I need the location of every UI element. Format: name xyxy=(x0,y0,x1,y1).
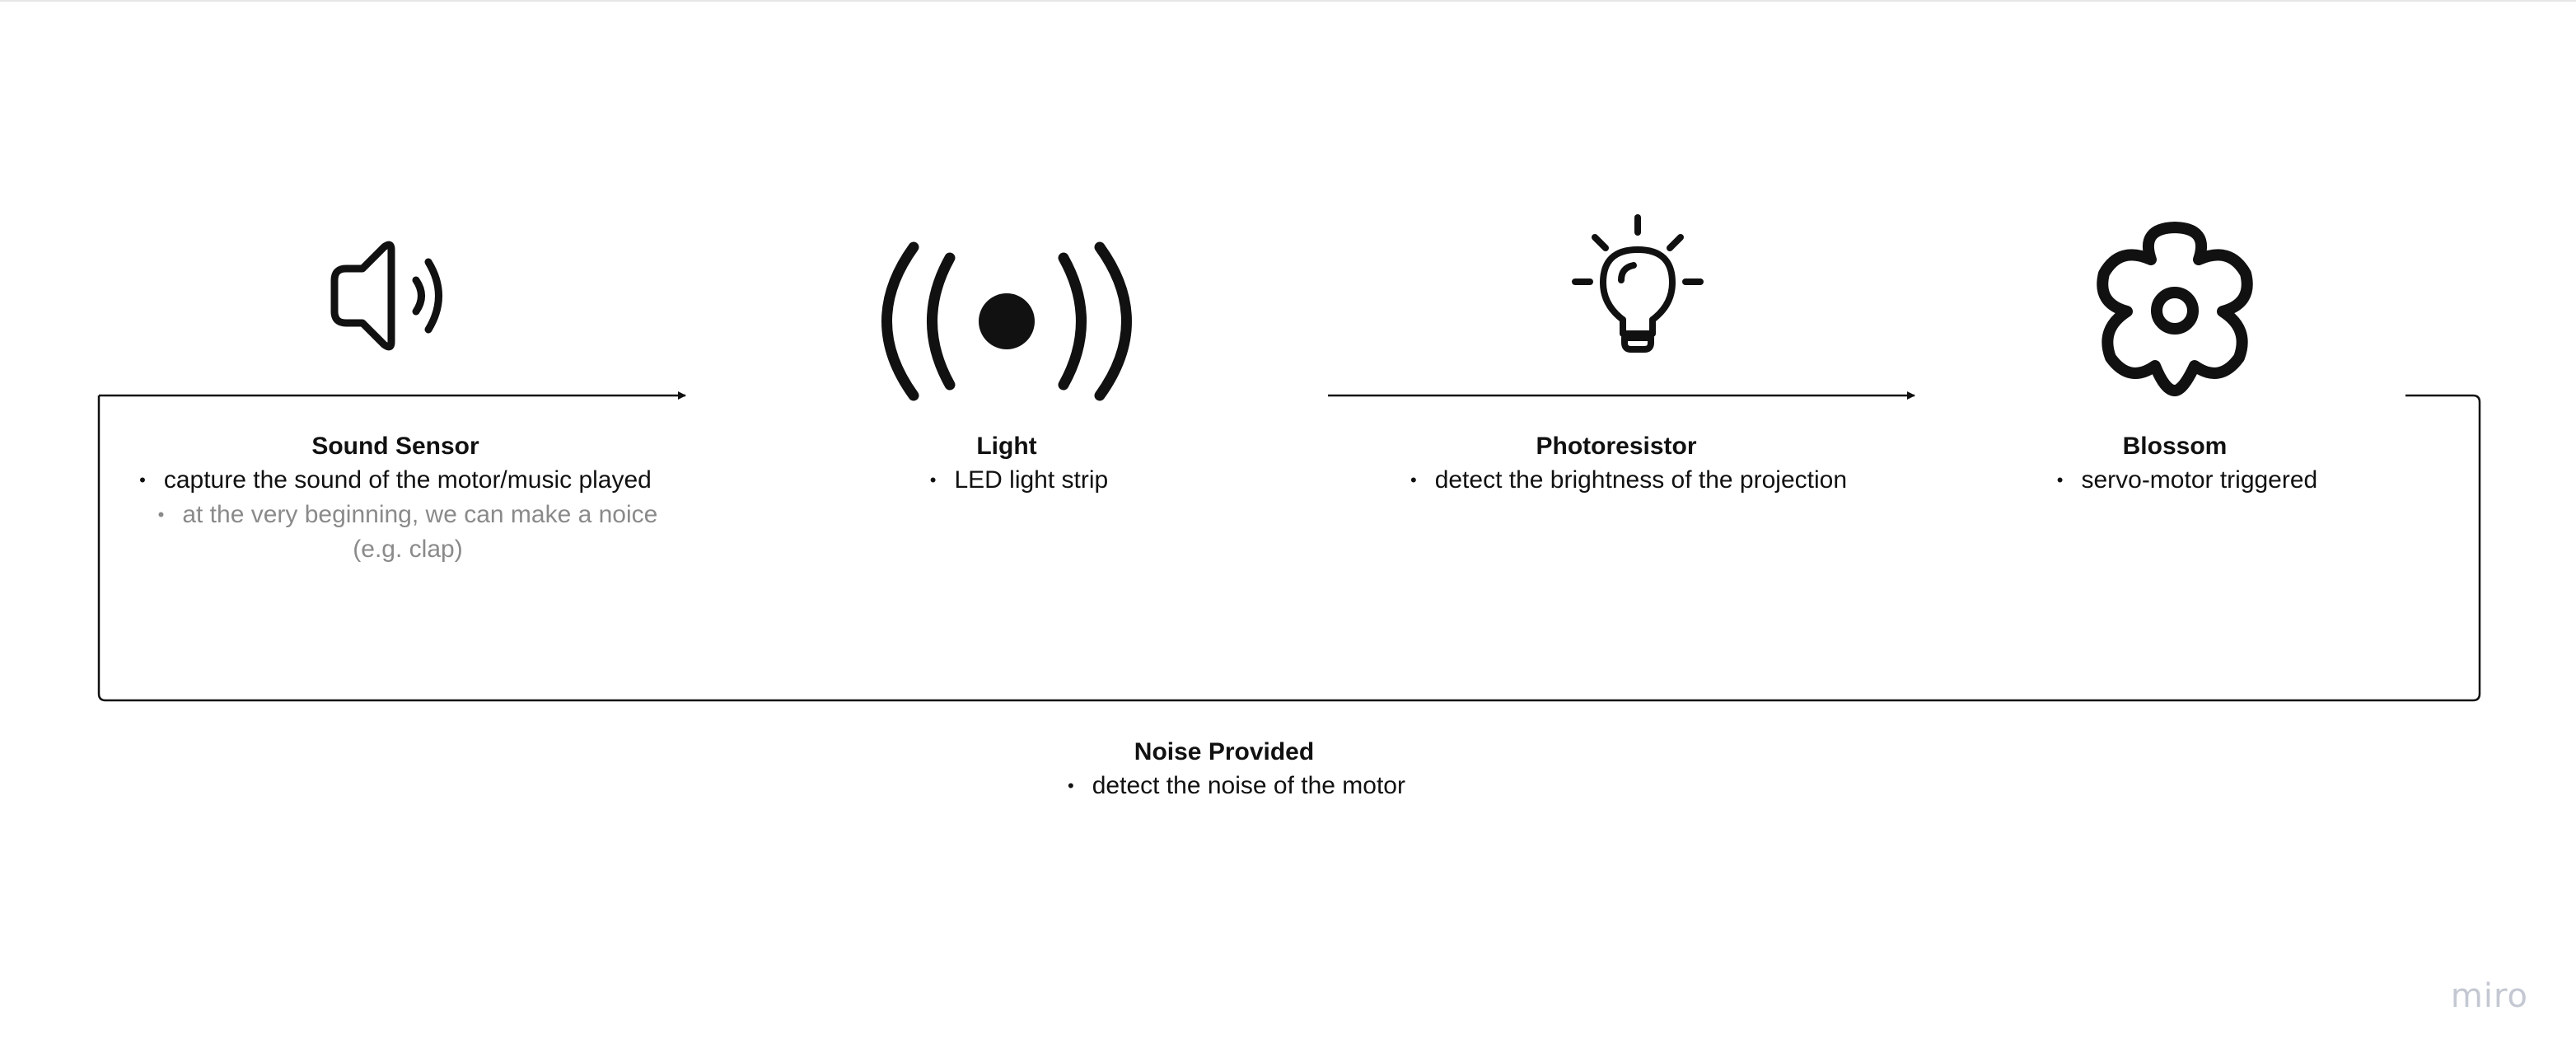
bullet-dot: • xyxy=(157,504,165,525)
bullet-list: • detect the noise of the motor xyxy=(977,769,1471,803)
bullet-text: detect the brightness of the projection xyxy=(1434,466,1848,494)
feedback-loop-connector xyxy=(97,394,2481,702)
bullet-text: detect the noise of the motor xyxy=(1092,772,1405,799)
lightbulb-icon xyxy=(1572,214,1704,353)
bullet-text: servo-motor triggered xyxy=(2081,466,2318,494)
bullet-item: • servo-motor triggered xyxy=(1977,463,2373,498)
bullet-item: • detect the noise of the motor xyxy=(977,769,1471,803)
bullet-dot: • xyxy=(139,470,146,490)
speaker-icon xyxy=(330,241,442,351)
bullet-item: • detect the brightness of the projection xyxy=(1361,463,1872,498)
bullet-text: capture the sound of the motor/music pla… xyxy=(163,466,652,494)
flower-icon xyxy=(2097,222,2253,396)
bullet-text-continued: (e.g. clap) xyxy=(353,536,463,563)
bullet-item: • at the very beginning, we can make a no… xyxy=(115,498,676,567)
bullet-dot: • xyxy=(1410,470,1417,490)
node-title: Noise Provided xyxy=(1134,738,1315,765)
bullet-list: • capture the sound of the motor/music pl… xyxy=(115,463,676,567)
bullet-dot: • xyxy=(2056,470,2064,490)
bullet-list: • servo-motor triggered xyxy=(1977,463,2373,498)
node-blossom: Blossom • servo-motor triggered xyxy=(1977,430,2373,498)
node-title: Photoresistor xyxy=(1536,433,1697,460)
broadcast-icon xyxy=(881,241,1132,401)
node-title: Light xyxy=(976,433,1037,460)
bullet-text: LED light strip xyxy=(954,466,1109,494)
node-sound-sensor: Sound Sensor • capture the sound of the m… xyxy=(115,430,676,567)
node-light: Light • LED light strip xyxy=(842,430,1171,498)
bullet-text: at the very beginning, we can make a noi… xyxy=(182,501,658,528)
node-title: Sound Sensor xyxy=(311,433,479,460)
top-border xyxy=(0,0,2576,2)
node-noise-provided: Noise Provided • detect the noise of the … xyxy=(977,736,1471,803)
bullet-dot: • xyxy=(929,470,937,490)
node-title: Blossom xyxy=(2122,433,2228,460)
node-photoresistor: Photoresistor • detect the brightness of … xyxy=(1361,430,1872,498)
miro-watermark: miro xyxy=(2450,977,2528,1015)
bullet-item: • capture the sound of the motor/music pl… xyxy=(115,463,676,498)
bullet-item: • LED light strip xyxy=(842,463,1171,498)
bullet-list: • LED light strip xyxy=(842,463,1171,498)
bullet-dot: • xyxy=(1068,775,1074,796)
bullet-list: • detect the brightness of the projection xyxy=(1361,463,1872,498)
